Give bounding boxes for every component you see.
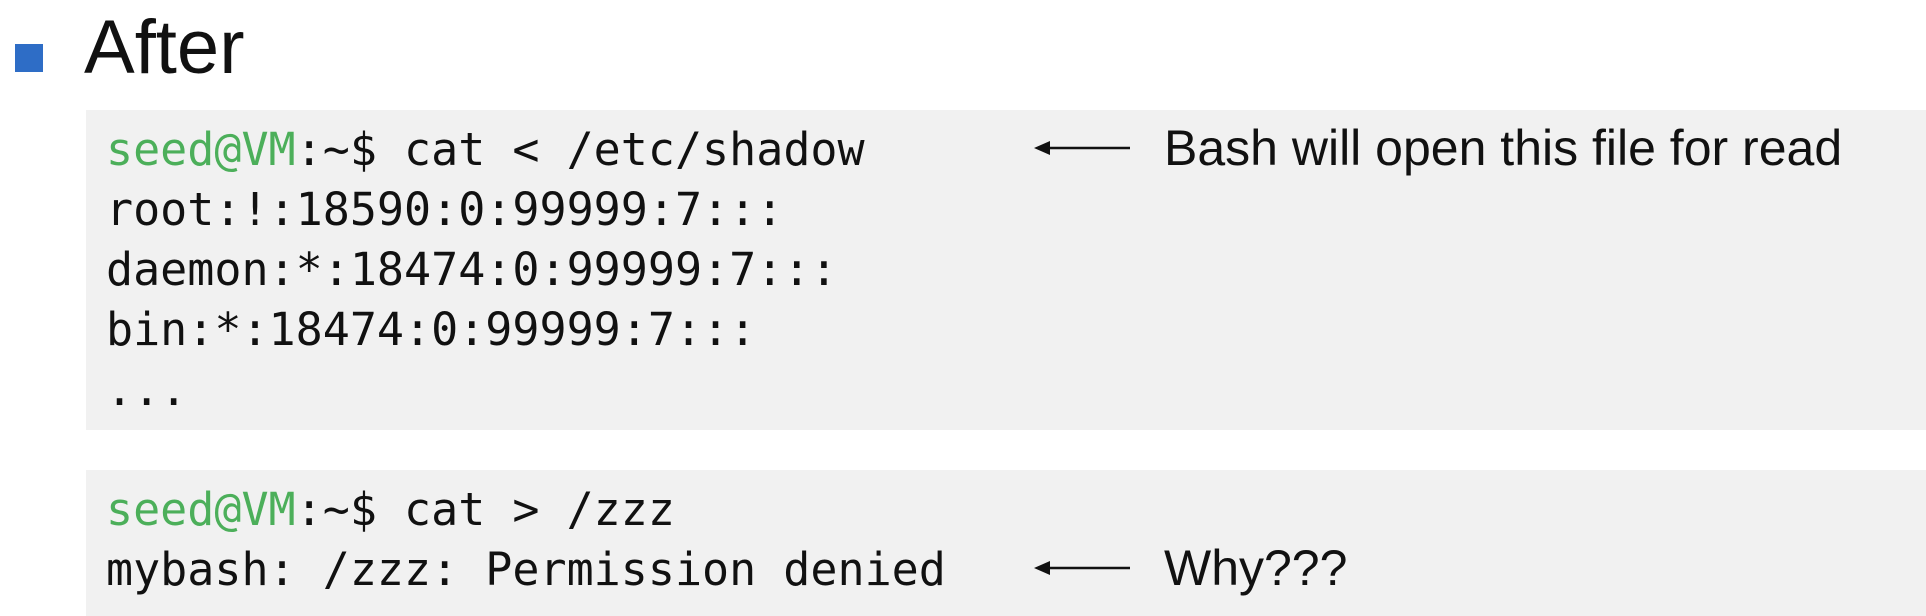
terminal-block-1: seed@VM:~$ cat < /etc/shadow root:!:1859…: [86, 110, 1926, 430]
left-arrow-icon: [1034, 141, 1130, 155]
annotation-text: Why???: [1164, 540, 1348, 596]
command-line: seed@VM:~$ cat < /etc/shadow: [106, 120, 865, 180]
command-line: seed@VM:~$ cat > /zzz: [106, 480, 675, 540]
output-line: daemon:*:18474:0:99999:7:::: [106, 243, 838, 296]
annotation-open-file: Bash will open this file for read: [1034, 118, 1842, 178]
bullet-square: [15, 44, 43, 72]
command-text: :~$ cat > /zzz: [295, 483, 675, 536]
command-text: :~$ cat < /etc/shadow: [295, 123, 865, 176]
annotation-why: Why???: [1034, 538, 1347, 598]
annotation-text: Bash will open this file for read: [1164, 120, 1843, 176]
left-arrow-icon: [1034, 561, 1130, 575]
output-line: mybash: /zzz: Permission denied: [106, 543, 946, 596]
prompt-user: seed@VM: [106, 483, 296, 536]
output-line: root:!:18590:0:99999:7:::: [106, 183, 784, 236]
prompt-user: seed@VM: [106, 123, 296, 176]
output-line: ...: [106, 363, 188, 416]
terminal-block-2: seed@VM:~$ cat > /zzz mybash: /zzz: Perm…: [86, 470, 1926, 616]
slide-heading: After: [84, 5, 245, 90]
output-line: bin:*:18474:0:99999:7:::: [106, 303, 757, 356]
